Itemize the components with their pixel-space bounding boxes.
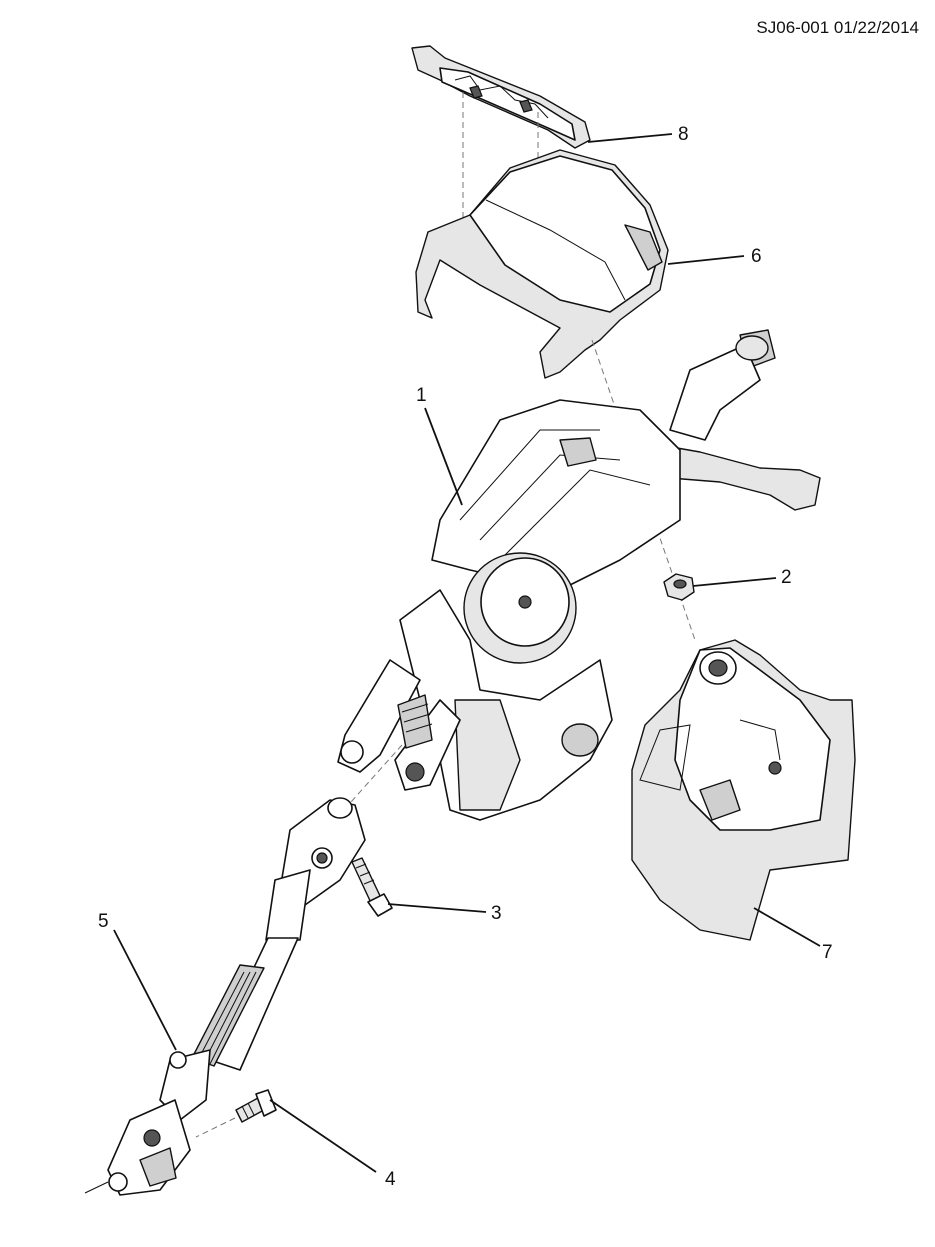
part-6-column-cover bbox=[415, 149, 669, 379]
callout-4: 4 bbox=[385, 1169, 396, 1190]
part-8-upper-trim-cover bbox=[411, 45, 591, 149]
part-2-nut bbox=[663, 573, 695, 601]
callout-7: 7 bbox=[822, 942, 833, 963]
alignment-line bbox=[195, 1117, 236, 1138]
diagram-reference-code: SJ06-001 01/22/2014 bbox=[756, 18, 919, 37]
callout-1: 1 bbox=[416, 385, 427, 406]
part-4-bolt bbox=[235, 1089, 277, 1123]
leader-line-5 bbox=[113, 929, 177, 1051]
leader-line-6 bbox=[667, 255, 745, 265]
callout-8: 8 bbox=[678, 124, 689, 145]
part-5-intermediate-shaft bbox=[84, 937, 299, 1196]
part-7-lower-trim-cover bbox=[631, 639, 856, 941]
leader-line-1 bbox=[424, 407, 463, 506]
leader-line-2 bbox=[692, 577, 777, 587]
leader-line-8 bbox=[587, 133, 673, 143]
callout-3: 3 bbox=[491, 903, 502, 924]
upper-u-joint bbox=[265, 797, 366, 941]
part-3-bolt bbox=[351, 857, 393, 917]
callout-5: 5 bbox=[98, 911, 109, 932]
callout-2: 2 bbox=[781, 567, 792, 588]
part-1-steering-column-assembly bbox=[337, 329, 821, 821]
leader-line-7 bbox=[753, 907, 821, 947]
alignment-line bbox=[341, 744, 403, 813]
leader-line-3 bbox=[387, 903, 487, 913]
leader-line-4 bbox=[269, 1099, 377, 1173]
callout-6: 6 bbox=[751, 246, 762, 267]
